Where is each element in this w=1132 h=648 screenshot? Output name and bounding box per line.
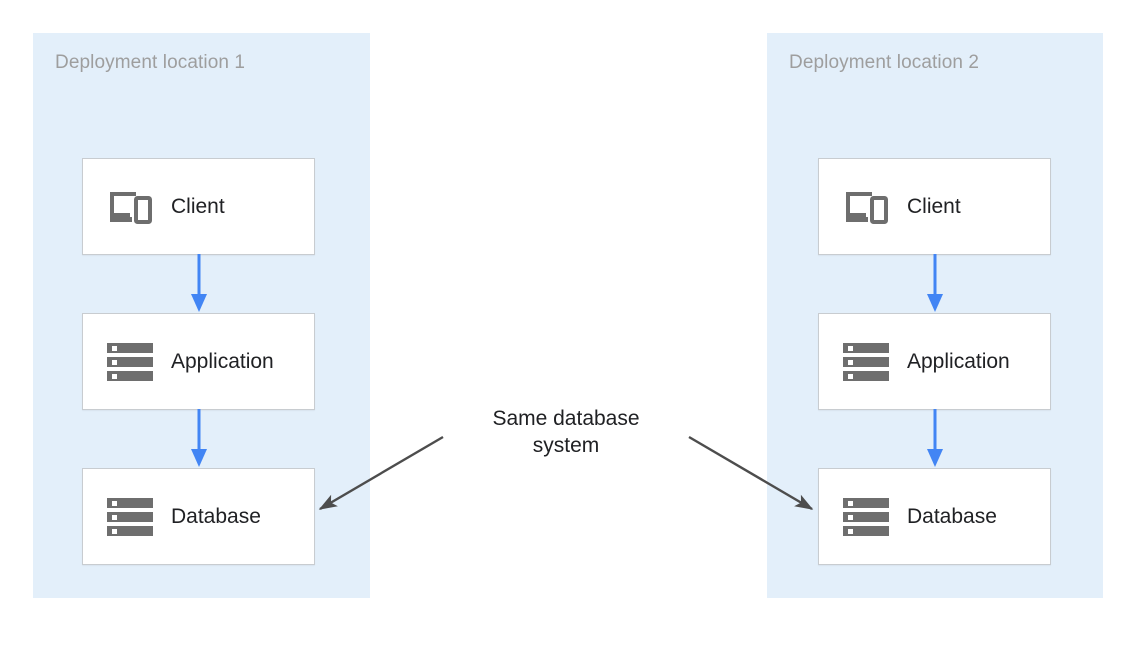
deployment-zone-2: Deployment location 2 Client: [767, 33, 1103, 598]
arrow-client-to-application-1: [188, 254, 210, 314]
server-icon: [835, 497, 897, 536]
node-client-1[interactable]: Client: [82, 158, 315, 255]
node-label: Client: [907, 194, 961, 218]
node-database-1[interactable]: Database: [82, 468, 315, 565]
zone-2-title: Deployment location 2: [789, 52, 980, 73]
deployment-zone-1: Deployment location 1 Client: [33, 33, 370, 598]
node-client-2[interactable]: Client: [818, 158, 1051, 255]
server-icon: [835, 342, 897, 381]
node-label: Application: [907, 349, 1010, 373]
devices-icon: [835, 190, 897, 224]
node-label: Application: [171, 349, 274, 373]
arrow-client-to-application-2: [924, 254, 946, 314]
annotation-line-2: system: [532, 434, 600, 457]
annotation-label: Same database system: [443, 405, 689, 459]
server-icon: [99, 497, 161, 536]
arrow-application-to-database-1: [188, 409, 210, 469]
annotation-line-1: Same database: [492, 407, 640, 430]
node-application-1[interactable]: Application: [82, 313, 315, 410]
server-icon: [99, 342, 161, 381]
devices-icon: [99, 190, 161, 224]
node-database-2[interactable]: Database: [818, 468, 1051, 565]
zone-1-title: Deployment location 1: [55, 52, 246, 73]
node-application-2[interactable]: Application: [818, 313, 1051, 410]
node-label: Database: [907, 504, 997, 528]
node-label: Database: [171, 504, 261, 528]
arrow-application-to-database-2: [924, 409, 946, 469]
node-label: Client: [171, 194, 225, 218]
